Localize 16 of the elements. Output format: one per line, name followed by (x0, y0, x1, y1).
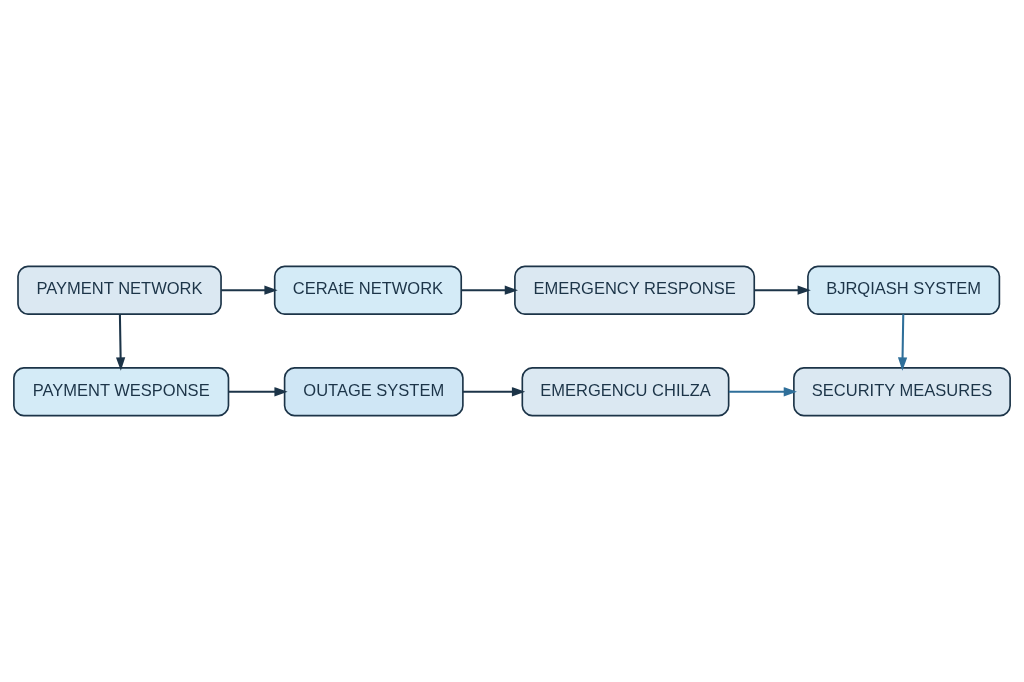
node-box: PAYMENT NETWORK (17, 265, 222, 315)
arrow (116, 314, 126, 371)
arrow (461, 285, 518, 295)
node-box: PAYMENT WESPONSE (13, 367, 230, 417)
node-box: EMERGENCY RESPONSE (514, 265, 756, 315)
node-box: CERAtE NETWORK (273, 265, 463, 315)
arrow (221, 285, 278, 295)
arrow (463, 387, 526, 397)
node-box: BJRQIASH SYSTEM (807, 265, 1001, 315)
arrow (228, 387, 288, 397)
arrow (754, 285, 811, 295)
node-box: EMERGENCU CHILZA (521, 367, 730, 417)
arrow (897, 314, 908, 371)
arrow (728, 387, 797, 397)
node-box: SECURITY MEASURES (793, 367, 1011, 417)
node-box: OUTAGE SYSTEM (283, 367, 464, 417)
